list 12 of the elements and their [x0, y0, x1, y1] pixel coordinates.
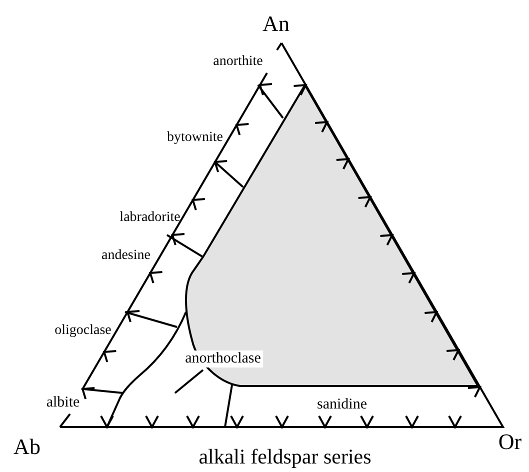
- mineral-label: andesine: [102, 249, 150, 263]
- mineral-label: anorthoclase: [183, 350, 263, 368]
- mineral-label: oligoclase: [54, 324, 112, 338]
- mineral-label: bytownite: [167, 131, 223, 145]
- vertex-label: Ab: [14, 436, 40, 458]
- mineral-label: sanidine: [317, 398, 367, 412]
- mineral-label: albite: [46, 396, 80, 410]
- mineral-label: labradorite: [120, 211, 180, 225]
- vertex-label: Or: [498, 431, 522, 453]
- vertex-label: An: [262, 13, 290, 35]
- mineral-label: anorthite: [213, 55, 263, 69]
- caption: alkali feldspar series: [198, 446, 372, 468]
